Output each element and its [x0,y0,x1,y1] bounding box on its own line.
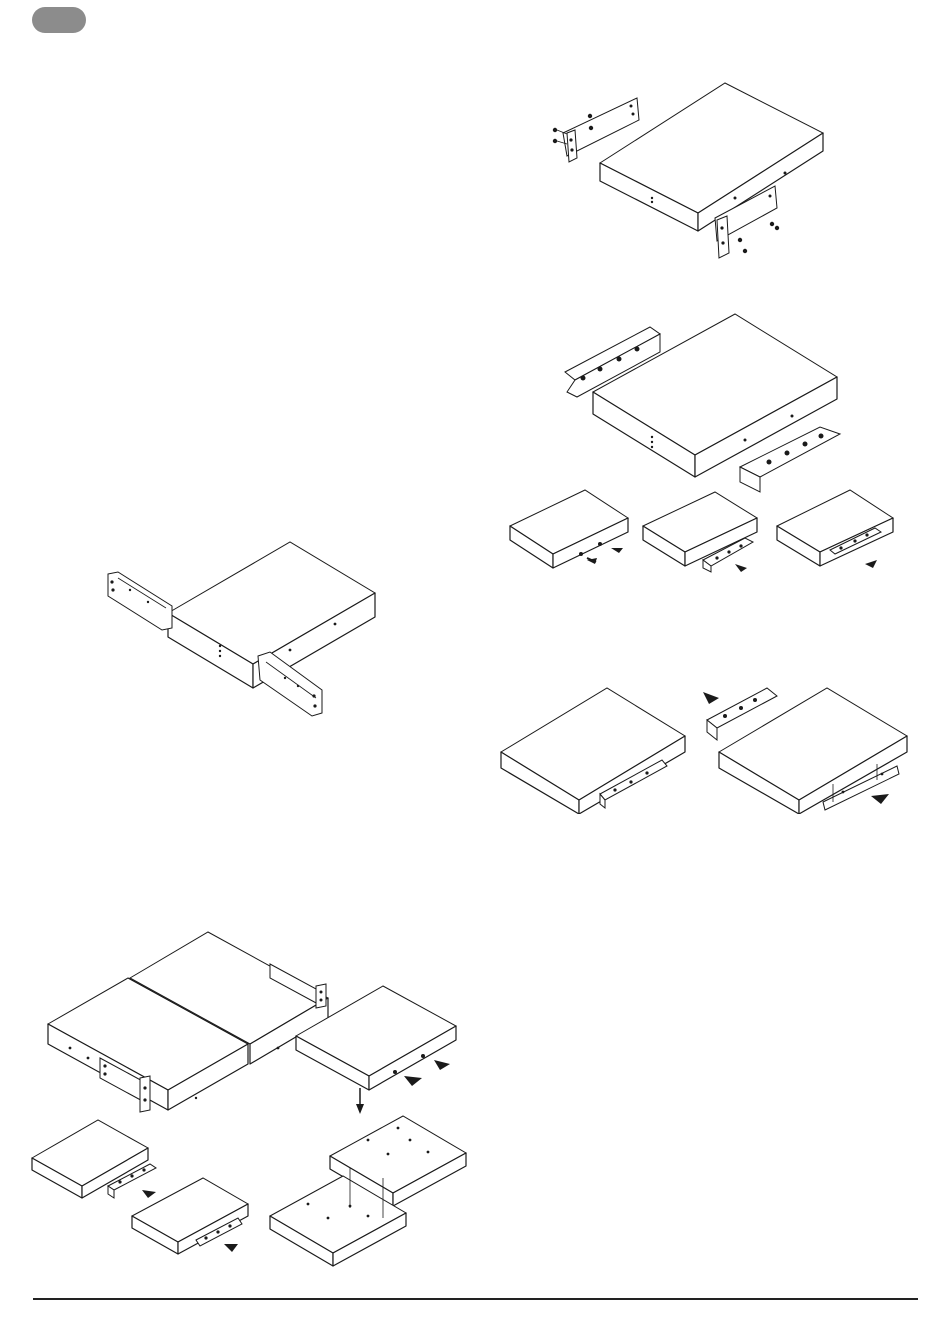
section-tab-marker [32,7,86,33]
bracket-side-mount-diagram [497,684,912,814]
dual-unit-rack-stacking-diagram [28,928,468,1270]
rack-mounted-unit-diagram [100,538,385,720]
rack-ears-screw-mount-diagram [545,78,835,268]
wall-bracket-attach-diagram [555,312,845,497]
footer-divider-line [33,1298,918,1300]
bracket-orientation-steps-diagram [505,488,900,580]
